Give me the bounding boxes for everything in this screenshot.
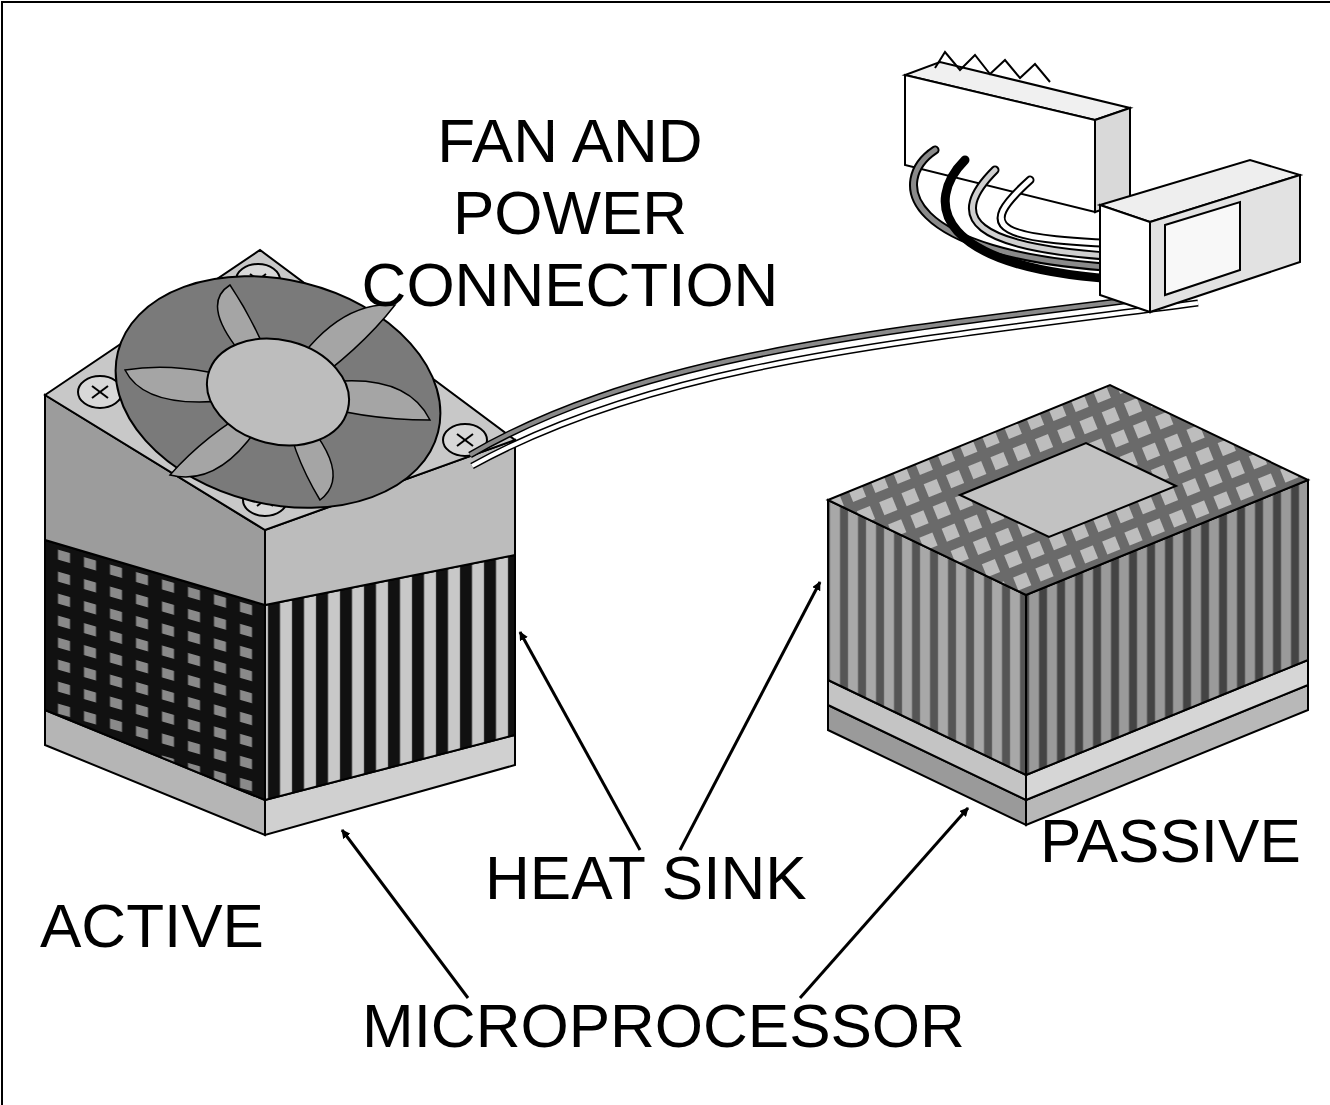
part-label: MICROPROCESSOR xyxy=(362,990,965,1062)
part-label: PASSIVE xyxy=(1040,805,1301,877)
part-label: HEAT SINK xyxy=(485,842,807,914)
part-label: FAN AND POWER CONNECTION xyxy=(350,105,790,321)
part-label: ACTIVE xyxy=(40,890,264,962)
